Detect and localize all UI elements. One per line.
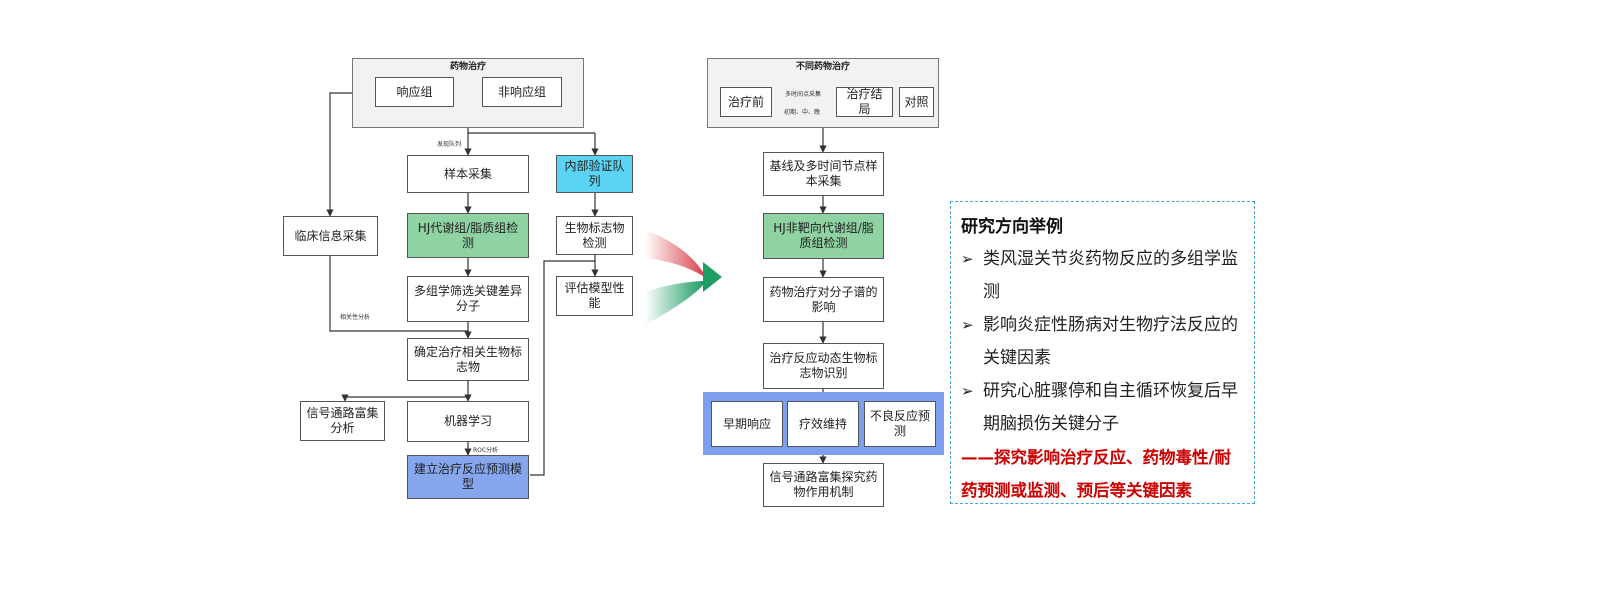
- non-response-group-box: 非响应组: [482, 77, 562, 107]
- research-item-text: 影响炎症性肠病对生物疗法反应的关键因素: [983, 315, 1238, 368]
- efficacy-maintain-box: 疗效维持: [787, 401, 859, 447]
- mechanism-box: 信号通路富集探究药物作用机制: [763, 463, 884, 507]
- pathway-enrichment-box: 信号通路富集分析: [300, 401, 385, 441]
- internal-validation-box: 内部验证队列: [556, 155, 633, 193]
- different-drug-treatment-title: 不同药物治疗: [795, 62, 850, 72]
- sample-collection-box: 样本采集: [407, 155, 529, 193]
- research-item: ➢ 类风湿关节炎药物反应的多组学监测: [961, 243, 1244, 309]
- roc-label: ROC分析: [473, 447, 499, 454]
- research-item-text: 类风湿关节炎药物反应的多组学监测: [983, 249, 1238, 302]
- hj-untargeted-box: HJ非靶向代谢组/脂质组检测: [763, 213, 884, 259]
- drug-treatment-title: 药物治疗: [449, 62, 486, 72]
- before-treatment-box: 治疗前: [720, 87, 772, 117]
- panel-title: 研究方向举例: [961, 217, 1063, 237]
- dynamic-markers-box: 治疗反应动态生物标志物识别: [763, 343, 884, 389]
- treatment-outcome-box: 治疗结局: [836, 87, 893, 117]
- early-response-box: 早期响应: [711, 401, 783, 447]
- fan-arrowhead: [703, 262, 722, 292]
- correlation-label: 相关性分析: [340, 314, 371, 321]
- biomarker-detection-box: 生物标志物检测: [556, 216, 633, 255]
- arrow-bullet-icon: ➢: [961, 250, 974, 268]
- research-item: ➢ 研究心脏骤停和自主循环恢复后早期脑损伤关键分子: [961, 375, 1244, 441]
- response-group-box: 响应组: [375, 77, 454, 107]
- build-model-box: 建立治疗反应预测模型: [407, 455, 529, 499]
- model-eval-box: 评估模型性能: [556, 276, 633, 316]
- fan-green: [645, 281, 703, 325]
- sampling-times-note: 初期、中、晚: [784, 109, 821, 116]
- arrow-bullet-icon: ➢: [961, 316, 974, 334]
- fan-red: [645, 230, 703, 276]
- research-examples-panel: 研究方向举例 ➢ 类风湿关节炎药物反应的多组学监测 ➢ 影响炎症性肠病对生物疗法…: [950, 201, 1255, 504]
- adverse-prediction-box: 不良反应预测: [864, 401, 936, 447]
- research-item: ➢ 影响炎症性肠病对生物疗法反应的关键因素: [961, 309, 1244, 375]
- confirm-markers-box: 确定治疗相关生物标志物: [407, 338, 529, 381]
- machine-learning-box: 机器学习: [407, 401, 529, 442]
- discovery-cohort-label: 发现队列: [437, 141, 462, 148]
- clinical-info-box: 临床信息采集: [283, 216, 378, 256]
- control-box: 对照: [899, 87, 934, 117]
- drug-effect-box: 药物治疗对分子谱的影响: [763, 277, 884, 322]
- baseline-sampling-box: 基线及多时间节点样本采集: [763, 152, 884, 196]
- hj-detection-box: HJ代谢组/脂质组检测: [407, 213, 529, 258]
- arrow-bullet-icon: ➢: [961, 382, 974, 400]
- treatment-monitoring-label: 治疗监测: [660, 274, 692, 283]
- multi-timepoint-note: 多时间点采集: [785, 91, 822, 98]
- multiomics-screening-box: 多组学筛选关键差异分子: [407, 276, 529, 322]
- research-item-text: 研究心脏骤停和自主循环恢复后早期脑损伤关键分子: [983, 381, 1238, 434]
- panel-conclusion: ——探究影响治疗反应、药物毒性/耐药预测或监测、预后等关键因素: [961, 448, 1232, 500]
